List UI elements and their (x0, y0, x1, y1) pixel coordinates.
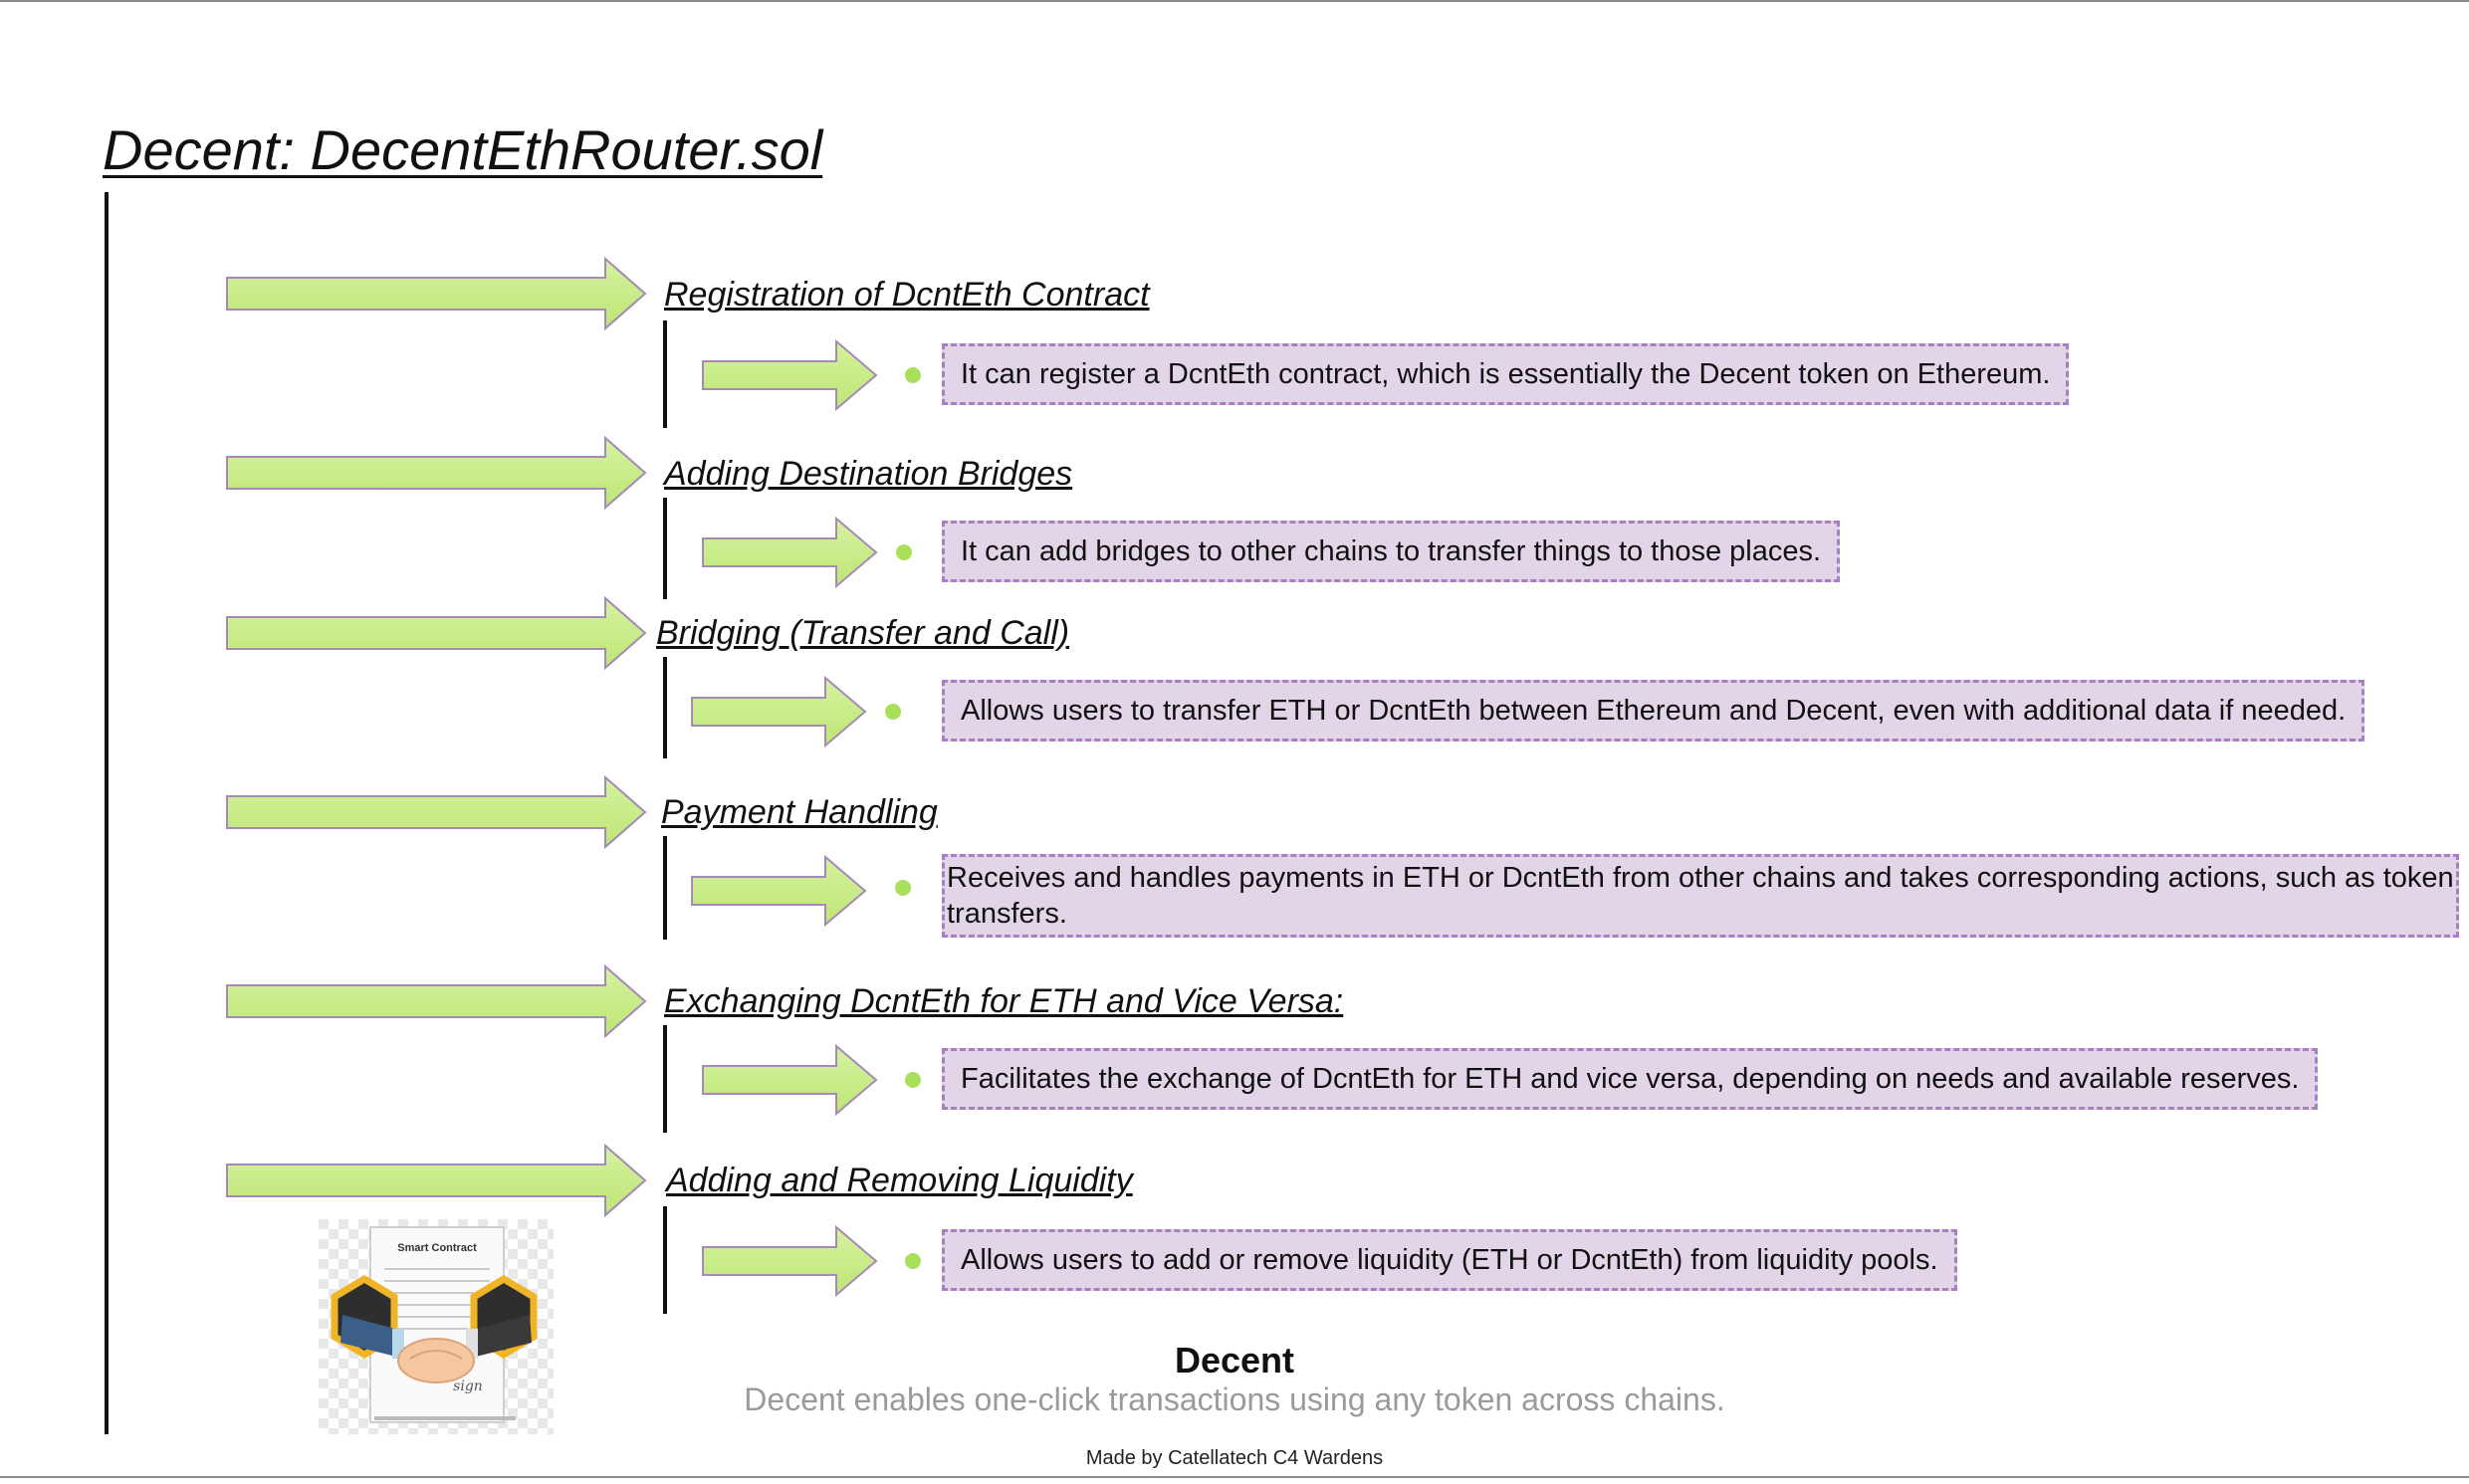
bullet-dot-icon (905, 1253, 921, 1269)
arrow-right-icon (226, 257, 647, 330)
arrow-right-icon (702, 1044, 878, 1116)
handshake-contract-icon: Smart Contract sign (319, 1219, 554, 1434)
section-heading-payment: Payment Handling (661, 793, 938, 831)
section-line (663, 320, 667, 428)
main-timeline-line (105, 192, 109, 1434)
section-heading-bridges: Adding Destination Bridges (664, 455, 1073, 493)
arrow-right-icon (226, 1144, 647, 1217)
section-description-exchange: Facilitates the exchange of DcntEth for … (942, 1048, 2319, 1110)
brand-tagline: Decent enables one-click transactions us… (744, 1381, 1725, 1417)
brand-name: Decent (1174, 1340, 1295, 1380)
section-heading-exchange: Exchanging DcntEth for ETH and Vice Vers… (664, 982, 1344, 1020)
bullet-dot-icon (896, 544, 912, 560)
section-line (663, 657, 667, 758)
credit-text: Made by Catellatech C4 Wardens (1085, 1447, 1384, 1469)
section-line (663, 1206, 667, 1314)
section-description-liquidity: Allows users to add or remove liquidity … (942, 1229, 1957, 1291)
page-title: Decent: DecentEthRouter.sol (103, 118, 823, 181)
svg-text:Smart Contract: Smart Contract (397, 1242, 477, 1254)
section-heading-bridging: Bridging (Transfer and Call) (656, 614, 1070, 652)
bottom-border (0, 1476, 2469, 1478)
svg-text:sign: sign (453, 1378, 483, 1394)
arrow-right-icon (226, 964, 647, 1038)
bullet-dot-icon (895, 880, 911, 896)
bullet-dot-icon (885, 704, 901, 720)
arrow-right-icon (226, 596, 647, 670)
top-border (0, 0, 2469, 2)
arrow-right-icon (702, 1225, 878, 1297)
arrow-right-icon (226, 436, 647, 510)
section-line (663, 1025, 667, 1133)
section-heading-liquidity: Adding and Removing Liquidity (666, 1162, 1133, 1199)
arrow-right-icon (691, 855, 867, 927)
arrow-right-icon (702, 339, 878, 411)
section-description-bridging: Allows users to transfer ETH or DcntEth … (942, 680, 2365, 742)
arrow-right-icon (702, 517, 878, 588)
arrow-right-icon (691, 676, 867, 747)
section-description-payment: Receives and handles payments in ETH or … (942, 854, 2459, 938)
bullet-dot-icon (905, 1072, 921, 1088)
arrow-right-icon (226, 775, 647, 849)
section-line (663, 498, 667, 599)
section-description-registration: It can register a DcntEth contract, whic… (942, 343, 2070, 405)
section-line (663, 836, 667, 940)
section-heading-registration: Registration of DcntEth Contract (664, 276, 1150, 314)
bullet-dot-icon (905, 367, 921, 383)
section-description-bridges: It can add bridges to other chains to tr… (942, 521, 1841, 582)
